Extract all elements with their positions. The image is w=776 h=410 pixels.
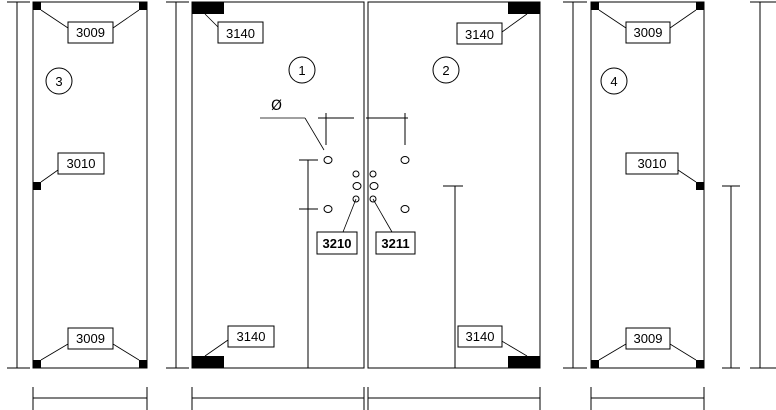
panel-number: 4	[610, 74, 617, 89]
tag-label: 3009	[76, 25, 105, 40]
fitting-3010	[696, 182, 704, 190]
panel-number-circle	[600, 67, 628, 95]
patch-fitting-3140-bottom	[192, 356, 224, 368]
bottom-width-dimensions	[32, 387, 705, 410]
patch-fitting-3140-top	[508, 2, 540, 14]
panel-4-outline	[590, 1, 705, 369]
fitting-3009-bottom-right	[696, 360, 704, 368]
hole	[323, 205, 333, 213]
right-door-height-dimension	[563, 1, 587, 369]
fitting-3010	[33, 182, 41, 190]
fitting-3009-top-left	[591, 2, 599, 10]
tag-box	[625, 152, 679, 175]
right-dimension-lines	[722, 1, 776, 369]
tag-box	[375, 231, 416, 255]
tag-label: 3009	[634, 25, 663, 40]
panel-3-outline	[32, 1, 148, 369]
tag-label: 3140	[226, 26, 255, 41]
panel-number: 2	[442, 63, 449, 78]
diameter-symbol: Ø	[271, 98, 282, 114]
hole	[352, 182, 362, 190]
panel-2: 3140 2 3211 3140	[366, 1, 541, 369]
fitting-3009-bottom-left	[33, 360, 41, 368]
panel-4: 3009 4 3010 3009	[590, 1, 705, 369]
hole	[352, 170, 360, 178]
tag-label: 3010	[67, 156, 96, 171]
panel-number-circle	[45, 67, 73, 95]
tag-box	[625, 21, 671, 44]
tag-box	[316, 231, 358, 255]
tag-label: 3009	[76, 331, 105, 346]
hole	[400, 156, 410, 164]
tag-box	[217, 21, 264, 44]
panel-number-circle	[288, 56, 316, 84]
panel-number: 1	[298, 63, 305, 78]
hole	[323, 156, 333, 164]
patch-fitting-3140-top	[192, 2, 224, 14]
tag-box	[57, 152, 105, 175]
tag-label: 3140	[237, 329, 266, 344]
panel-number: 3	[55, 74, 62, 89]
hole	[352, 195, 360, 203]
hole	[369, 170, 377, 178]
hole	[400, 205, 410, 213]
tag-label: 3140	[466, 329, 495, 344]
panel-1-outline	[191, 1, 365, 369]
fitting-3009-bottom-right	[139, 360, 147, 368]
tag-box	[456, 22, 503, 45]
tag-label: 3010	[638, 156, 667, 171]
tag-box	[227, 325, 275, 348]
panel-1: 3140 1 Ø 3210 3140	[191, 1, 365, 369]
fitting-3009-top-left	[33, 2, 41, 10]
tag-box	[625, 327, 671, 350]
patch-fitting-3140-bottom	[508, 356, 540, 368]
left-height-dimension	[7, 1, 30, 369]
left-door-height-dimension	[166, 1, 189, 369]
fitting-3009-top-right	[696, 2, 704, 10]
tag-box	[67, 327, 114, 350]
tag-box	[67, 21, 114, 44]
handle-tag-3211: 3211	[381, 236, 409, 251]
tag-label: 3009	[634, 331, 663, 346]
fitting-3009-bottom-left	[591, 360, 599, 368]
hole	[369, 195, 377, 203]
panel-3: 3009 3 3010 3009	[32, 1, 148, 369]
fitting-3009-top-right	[139, 2, 147, 10]
tag-label: 3140	[465, 27, 494, 42]
panel-number-circle	[432, 56, 460, 84]
tag-box	[457, 325, 503, 348]
panel-2-outline	[367, 1, 541, 369]
handle-tag-3210: 3210	[323, 236, 352, 251]
hole	[369, 182, 379, 190]
